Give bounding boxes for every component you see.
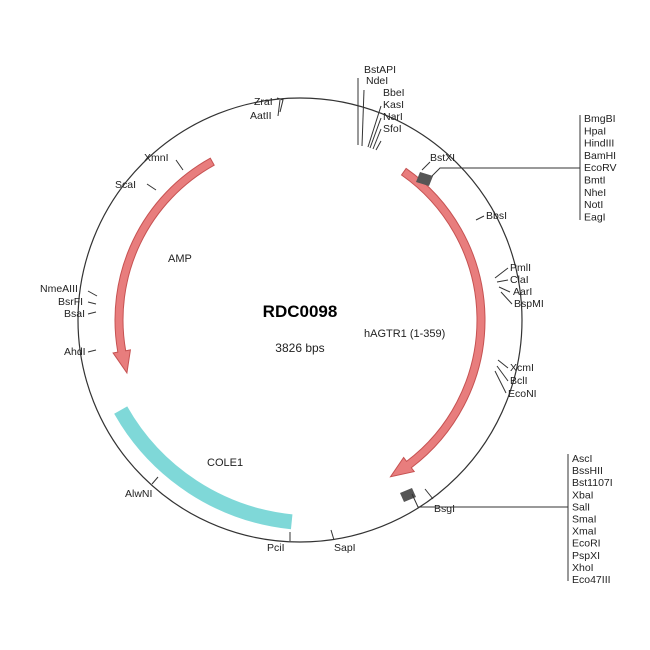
mcs-site-noti: NotI [584, 199, 603, 211]
svg-text:ZraI: ZraI [254, 96, 273, 108]
mcs-site-eco47iii: Eco47III [572, 574, 611, 586]
svg-text:BbsI: BbsI [486, 210, 507, 222]
plasmid-backbone [77, 97, 523, 543]
site-nari: NarI [383, 111, 403, 123]
site-stack-top-right [357, 78, 382, 151]
site-clai: ClaI [510, 274, 529, 286]
svg-text:ScaI: ScaI [115, 179, 136, 191]
site-ndei: NdeI [366, 75, 388, 87]
svg-text:BsrFI: BsrFI [58, 296, 83, 308]
svg-text:BsgI: BsgI [434, 503, 455, 515]
site-xcmi: XcmI [510, 362, 534, 374]
site-bstxi: BstXI [421, 152, 455, 171]
feature-label-amp: AMP [168, 253, 192, 265]
mcs-site-xhoi: XhoI [572, 562, 594, 574]
cole1-origin-arc [114, 406, 293, 530]
mcs-site-bmgbi: BmgBI [584, 113, 616, 125]
plasmid-title: RDC0098 [263, 302, 338, 321]
site-econi: EcoNI [508, 388, 537, 400]
hagtr1-arrow [389, 167, 486, 478]
mcs-site-bsshii: BssHII [572, 465, 603, 477]
site-zrai: ZraI [254, 96, 284, 108]
site-sfoi: SfoI [383, 123, 402, 135]
site-bcli: BclI [510, 375, 528, 387]
svg-text:NmeAIII: NmeAIII [40, 283, 78, 295]
svg-text:AatII: AatII [250, 110, 272, 122]
site-aari: AarI [513, 286, 532, 298]
feature-label-hagtr1: hAGTR1 (1-359) [364, 328, 445, 340]
mcs-site-bamhi: BamHI [584, 150, 616, 162]
mcs-top-bracket [431, 115, 581, 220]
svg-text:BsaI: BsaI [64, 308, 85, 320]
svg-text:PciI: PciI [267, 542, 285, 554]
site-bbsi: BbsI [475, 210, 507, 222]
mcs-site-bmti: BmtI [584, 175, 606, 187]
tick-aatii [277, 99, 281, 117]
mcs-site-nhei: NheI [584, 187, 606, 199]
mcs-site-eagi: EagI [584, 211, 606, 223]
svg-text:XmnI: XmnI [144, 152, 169, 164]
mcs-site-hindiii: HindIII [584, 138, 614, 150]
svg-text:BstXI: BstXI [430, 152, 455, 164]
mcs-site-asci: AscI [572, 453, 592, 465]
site-nmeaiii: NmeAIII [40, 283, 98, 297]
mcs-bottom-marker [400, 488, 416, 502]
site-aatii: AatII [250, 98, 284, 122]
mcs-site-xmai: XmaI [572, 526, 597, 538]
site-bstapi: BstAPI [364, 64, 396, 76]
site-pcii: PciI [267, 532, 291, 554]
svg-text:AhdI: AhdI [64, 346, 86, 358]
site-kasi: KasI [383, 99, 404, 111]
site-xmni: XmnI [144, 152, 184, 171]
mcs-site-sali: SalI [572, 501, 590, 513]
svg-text:AlwNI: AlwNI [125, 488, 152, 500]
site-bsgi: BsgI [424, 488, 455, 515]
mcs-site-ecorv: EcoRV [584, 162, 617, 174]
feature-label-cole1: COLE1 [207, 457, 243, 469]
mcs-site-smai: SmaI [572, 514, 597, 526]
mcs-bottom-bracket [411, 454, 569, 581]
mcs-top-marker [416, 172, 433, 186]
mcs-site-ecori: EcoRI [572, 538, 601, 550]
mcs-site-hpai: HpaI [584, 125, 606, 137]
site-alwni: AlwNI [125, 476, 159, 500]
site-bbei: BbeI [383, 87, 405, 99]
site-ahdi: AhdI [64, 346, 97, 358]
site-bspmi: BspMI [514, 298, 544, 310]
mcs-bottom-list: AscIBssHIIBst1107IXbaISalISmaIXmaIEcoRIP… [572, 453, 613, 586]
site-pmli: PmlI [510, 262, 531, 274]
mcs-site-bst1107i: Bst1107I [572, 477, 613, 489]
mcs-top-list: BmgBIHpaIHindIIIBamHIEcoRVBmtINheINotIEa… [584, 113, 617, 223]
plasmid-length: 3826 bps [275, 341, 324, 355]
site-bsai: BsaI [64, 308, 97, 320]
mcs-site-pspxi: PspXI [572, 550, 600, 562]
amp-arrow [112, 157, 215, 375]
site-stack-right [494, 267, 513, 394]
site-scai: ScaI [115, 179, 157, 191]
site-sapi: SapI [330, 529, 356, 554]
svg-text:SapI: SapI [334, 542, 356, 554]
mcs-site-xbai: XbaI [572, 489, 594, 501]
site-bsrfi: BsrFI [58, 296, 97, 308]
